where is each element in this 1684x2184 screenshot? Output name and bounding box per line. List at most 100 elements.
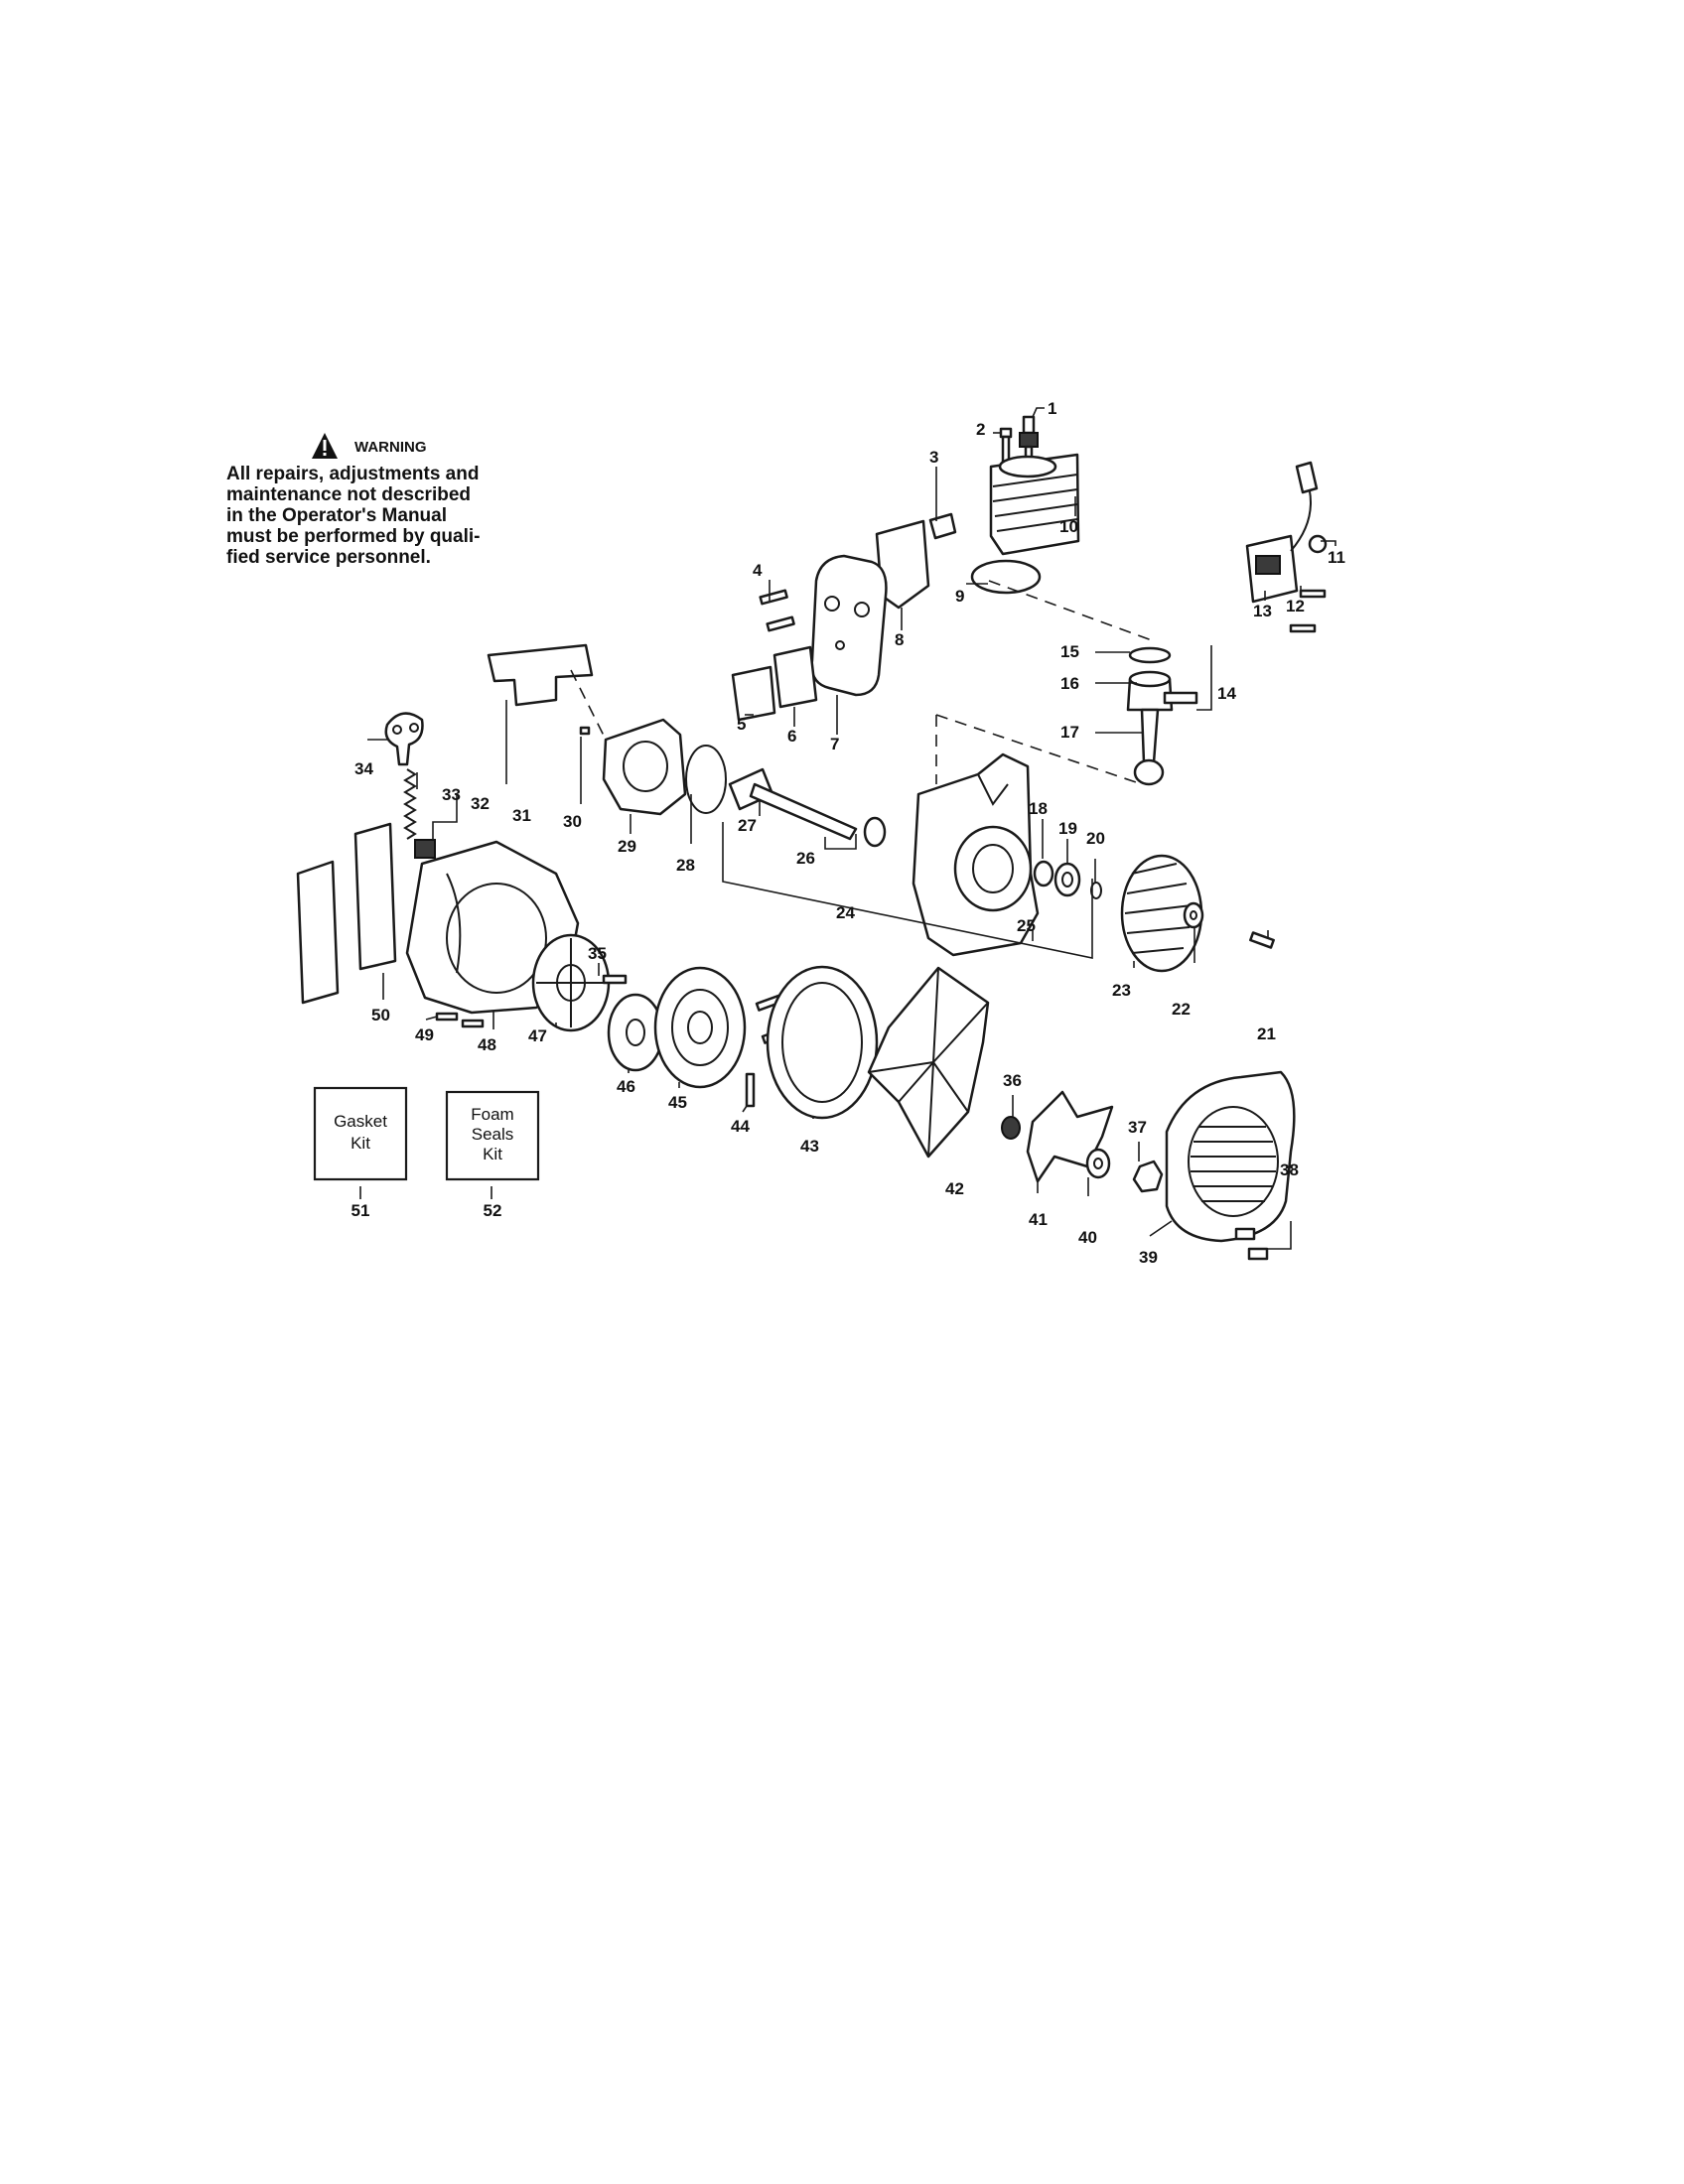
callout-31: 31 [512, 806, 531, 825]
part-muffler-gasket [772, 645, 818, 709]
kit-foam-seals-line-1: Foam [471, 1105, 513, 1124]
callout-24: 24 [836, 903, 855, 922]
callout-5: 5 [737, 715, 746, 734]
callout-15: 15 [1060, 642, 1079, 661]
callout-34: 34 [354, 759, 373, 778]
part-screw-30 [579, 726, 591, 736]
callout-51: 51 [351, 1201, 370, 1220]
callout-33: 33 [442, 785, 461, 804]
part-ignition-module [1245, 461, 1328, 604]
callout-44: 44 [731, 1117, 750, 1136]
warning-icon [312, 433, 338, 459]
callout-13: 13 [1253, 602, 1272, 620]
callout-11: 11 [1328, 548, 1345, 567]
callout-3: 3 [929, 448, 938, 467]
kit-foam-seals-box [445, 1090, 540, 1181]
callout-19: 19 [1058, 819, 1077, 838]
part-spark-plug [1019, 415, 1039, 461]
part-nut-32 [414, 839, 436, 859]
callout-40: 40 [1078, 1228, 1097, 1247]
part-impeller-ring [766, 965, 879, 1120]
part-foam-seals [296, 822, 397, 1005]
kit-foam-seals-line-3: Kit [483, 1145, 502, 1163]
callout-48: 48 [478, 1035, 496, 1054]
callout-12: 12 [1286, 597, 1305, 615]
callout-9: 9 [955, 587, 964, 606]
callout-21: 21 [1257, 1024, 1276, 1043]
callout-41: 41 [1029, 1210, 1048, 1229]
part-screws-4 [759, 589, 795, 632]
part-washer-40 [1085, 1148, 1111, 1179]
callout-45: 45 [668, 1093, 687, 1112]
warning-line-2: maintenance not described [226, 484, 471, 505]
part-screws-38 [1234, 1227, 1269, 1261]
callout-25: 25 [1017, 916, 1036, 935]
part-cylinder-gasket [970, 559, 1042, 595]
kit-foam-seals-line-2: Seals [472, 1125, 514, 1144]
part-cylinder [989, 453, 1080, 556]
warning-line-5: fied service personnel. [226, 547, 431, 568]
callout-8: 8 [895, 630, 904, 649]
callout-14: 14 [1217, 684, 1236, 703]
callout-22: 22 [1172, 1000, 1191, 1019]
callout-32: 32 [471, 794, 490, 813]
callout-35: 35 [588, 944, 607, 963]
part-spring [403, 768, 417, 840]
warning-line-1: All repairs, adjustments and [226, 464, 479, 484]
part-screw-35 [602, 974, 628, 985]
part-key-20 [1090, 882, 1102, 899]
callout-49: 49 [415, 1025, 434, 1044]
callout-42: 42 [945, 1179, 964, 1198]
alignment-lines [570, 580, 1153, 785]
part-bearing-19 [1053, 862, 1081, 897]
part-screws-49 [435, 1012, 485, 1028]
callout-46: 46 [617, 1077, 635, 1096]
part-flywheel [1120, 854, 1203, 973]
warning-title: WARNING [354, 439, 427, 456]
callout-23: 23 [1112, 981, 1131, 1000]
callout-7: 7 [830, 735, 839, 753]
part-nut-37 [1132, 1160, 1164, 1193]
warning-block: WARNING All repairs, adjustments and mai… [226, 433, 480, 568]
part-washer-36 [1001, 1116, 1021, 1140]
kit-gasket: Gasket Kit 51 [313, 1086, 408, 1220]
callout-36: 36 [1003, 1071, 1022, 1090]
callout-38: 38 [1280, 1160, 1299, 1179]
part-recoil-starter [653, 966, 747, 1089]
callout-39: 39 [1139, 1248, 1158, 1267]
callout-16: 16 [1060, 674, 1079, 693]
part-crankcase [912, 752, 1040, 957]
callout-18: 18 [1029, 799, 1048, 818]
part-spark-arrestor [731, 665, 776, 722]
warning-line-3: in the Operator's Manual [226, 505, 447, 526]
callout-4: 4 [753, 561, 763, 580]
part-crankshaft [728, 767, 858, 841]
callout-17: 17 [1060, 723, 1079, 742]
part-choke-knob [384, 712, 424, 766]
part-intake-housing [602, 718, 687, 816]
callout-43: 43 [800, 1137, 819, 1156]
callout-28: 28 [676, 856, 695, 875]
callout-2: 2 [976, 420, 985, 439]
leader-lines [359, 407, 1336, 1250]
callout-29: 29 [618, 837, 636, 856]
callout-20: 20 [1086, 829, 1105, 848]
callout-50: 50 [371, 1006, 390, 1024]
callout-1: 1 [1048, 399, 1056, 418]
part-piston-assembly [1126, 646, 1198, 786]
part-pin-21 [1249, 931, 1275, 949]
part-muffler [810, 554, 888, 697]
callout-26: 26 [796, 849, 815, 868]
callout-10: 10 [1059, 517, 1078, 536]
part-crank-seal-26 [863, 816, 887, 848]
kit-gasket-box [313, 1086, 408, 1181]
part-blower-cover [1165, 1070, 1296, 1243]
part-seal-18 [1033, 860, 1054, 887]
kit-foam-seals: Foam Seals Kit 52 [445, 1090, 540, 1220]
callout-47: 47 [528, 1026, 547, 1045]
callout-30: 30 [563, 812, 582, 831]
part-screw-2 [999, 427, 1013, 465]
part-cap [928, 512, 957, 540]
callout-27: 27 [738, 816, 757, 835]
